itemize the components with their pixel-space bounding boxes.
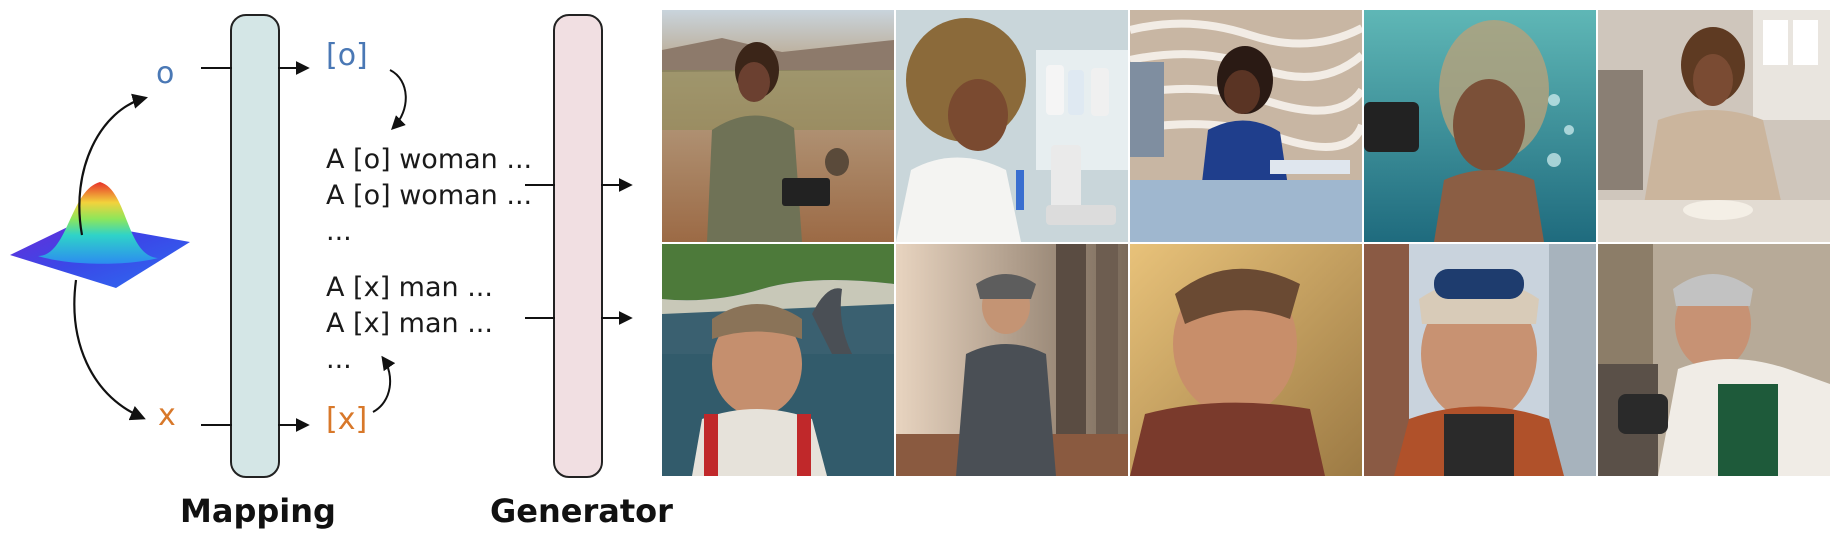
caption-mapping: Mapping xyxy=(180,492,336,530)
token-x-bracket: [x] xyxy=(326,402,368,437)
caption-generator: Generator xyxy=(490,492,673,530)
prompt-woman-ellipsis: ... xyxy=(326,216,352,247)
image-woman-field-biologist xyxy=(662,10,894,242)
prompt-woman-1: A [o] woman ... xyxy=(326,144,533,175)
generator-column xyxy=(553,14,603,478)
prompt-man-1: A [x] man ... xyxy=(326,272,493,303)
gaussian-distribution-plot xyxy=(10,182,190,288)
prompt-man-2: A [x] man ... xyxy=(326,308,493,339)
image-woman-baker-kitchen xyxy=(1598,10,1830,242)
token-x: x xyxy=(158,398,176,433)
token-o-bracket: [o] xyxy=(326,38,368,73)
image-man-forest-walker xyxy=(896,244,1128,476)
prompt-man-ellipsis: ... xyxy=(326,344,352,375)
x-bracket-insert-arrow xyxy=(372,355,396,413)
sampling-arrows xyxy=(73,93,148,421)
arrow-to-x xyxy=(73,279,146,421)
image-woman-office-desk xyxy=(1130,10,1362,242)
mapping-column xyxy=(230,14,280,478)
prompt-woman-2: A [o] woman ... xyxy=(326,180,533,211)
arrow-to-o xyxy=(78,93,148,236)
image-woman-underwater-diver xyxy=(1364,10,1596,242)
image-man-autumn-portrait xyxy=(1130,244,1362,476)
image-woman-scientist-microscope xyxy=(896,10,1128,242)
image-man-skier-goggles xyxy=(1364,244,1596,476)
o-bracket-insert-arrow xyxy=(389,69,407,130)
token-o: o xyxy=(156,56,175,91)
image-man-mechanic-workshop xyxy=(1598,244,1830,476)
image-man-whale-watching xyxy=(662,244,894,476)
flow-connectors xyxy=(201,61,633,432)
